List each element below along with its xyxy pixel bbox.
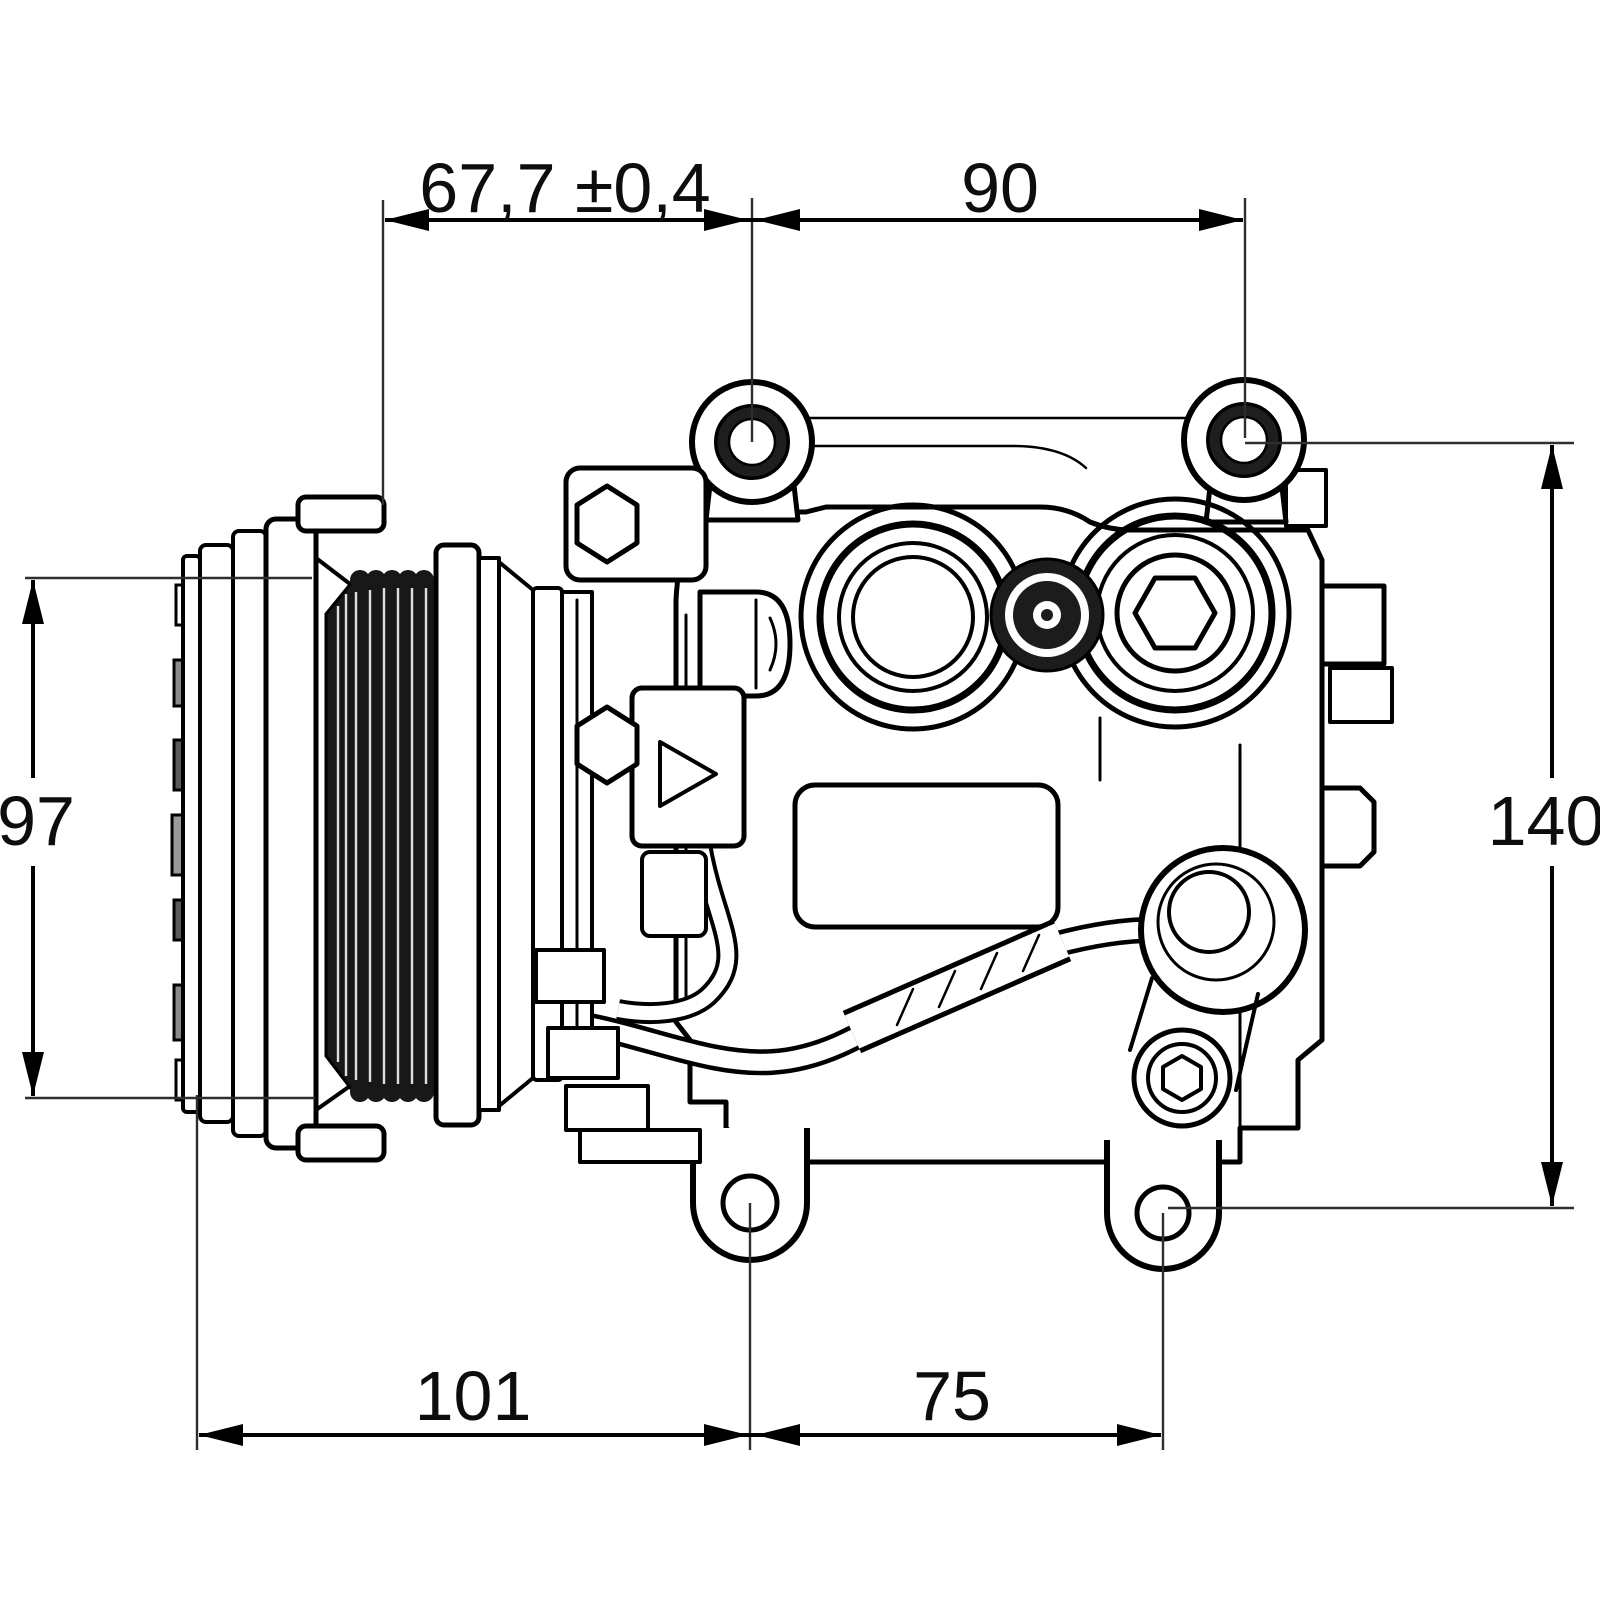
pulley-back-plate [531, 586, 564, 1082]
mounting-lug-bottom-right [1104, 1140, 1222, 1272]
nameplate [792, 782, 1061, 930]
hub-strip [181, 554, 202, 1114]
arrowhead [199, 1424, 243, 1446]
dim-label-bottom-right: 75 [913, 1357, 991, 1435]
connector-lower-block [640, 850, 708, 938]
sleeve-rib [1021, 933, 1041, 973]
front-boss-arc [768, 616, 778, 672]
sleeve-rib [979, 951, 999, 991]
right-tab-lower [1328, 666, 1394, 724]
dim-label-top-right-width: 90 [961, 149, 1039, 227]
bolt-washer [1146, 1042, 1218, 1114]
cable-loop-core [616, 848, 735, 1021]
belt-grooves [324, 570, 438, 1102]
shoulder-chamfer-bottom [314, 1084, 352, 1112]
shoulder-chamfer-top [314, 556, 352, 586]
arrowhead [1541, 445, 1563, 489]
pulley-rim-shell [497, 560, 535, 1108]
clutch-plate-a [198, 543, 235, 1124]
boss-mid [1156, 862, 1276, 982]
arrowhead [1117, 1424, 1161, 1446]
arrowhead [385, 209, 429, 231]
clutch-plate-b [231, 529, 268, 1138]
dim-label-pulley-diameter: 97 [0, 782, 75, 860]
tab [578, 1128, 702, 1164]
hex-bolt [1161, 1054, 1203, 1102]
label-mask-left [0, 778, 76, 866]
mounting-lug-top-right [1181, 377, 1307, 525]
ring-terminal-boss [1128, 845, 1308, 1129]
hub-cap-bottom [295, 1123, 387, 1163]
sleeve-rib [937, 969, 957, 1009]
connector-wedge [658, 740, 718, 808]
arrowhead [704, 209, 748, 231]
arrowhead [1199, 209, 1243, 231]
label-mask-right [1488, 778, 1600, 866]
dim-label-bottom-left: 101 [415, 1357, 532, 1435]
port-block [798, 496, 1292, 732]
dimension-annotations: 67,7 ±0,4 90 97 140 101 75 [0, 149, 1600, 1450]
link-edge-left [1128, 976, 1154, 1052]
pulley-rim-strip [477, 556, 501, 1112]
pulley-assembly [170, 494, 564, 1163]
arrowhead [704, 1424, 748, 1446]
front-boss [697, 589, 793, 699]
arrowhead [1541, 1162, 1563, 1206]
right-mid-boss [1319, 785, 1377, 869]
arrowhead [22, 580, 44, 624]
tab [564, 1084, 650, 1132]
arrowhead [756, 1424, 800, 1446]
clutch-plate-c [263, 516, 319, 1151]
rear-flange-line-2 [804, 444, 1088, 470]
electrical-connector [629, 685, 747, 938]
discharge-port [1074, 512, 1276, 714]
hex-bolt-lower [574, 704, 640, 786]
hub-cap-top [295, 494, 387, 534]
boss-inner [1167, 870, 1251, 954]
sleeve-rib [895, 987, 915, 1027]
dim-label-body-height: 140 [1488, 782, 1600, 860]
tab [534, 948, 606, 1004]
sleeve-body [844, 923, 1070, 1049]
pulley-flange [433, 542, 482, 1128]
arrowhead [756, 209, 800, 231]
pressure-sensor [989, 557, 1105, 673]
hex-bolt-upper [574, 483, 640, 565]
arrowhead [22, 1052, 44, 1096]
tab [546, 1026, 620, 1080]
bottom-left-tabs [534, 948, 702, 1164]
dim-label-top-width: 67,7 ±0,4 [419, 149, 710, 227]
link-edge-right [1234, 992, 1260, 1092]
hex-plug [1132, 575, 1218, 651]
right-tab-upper [1319, 583, 1387, 667]
